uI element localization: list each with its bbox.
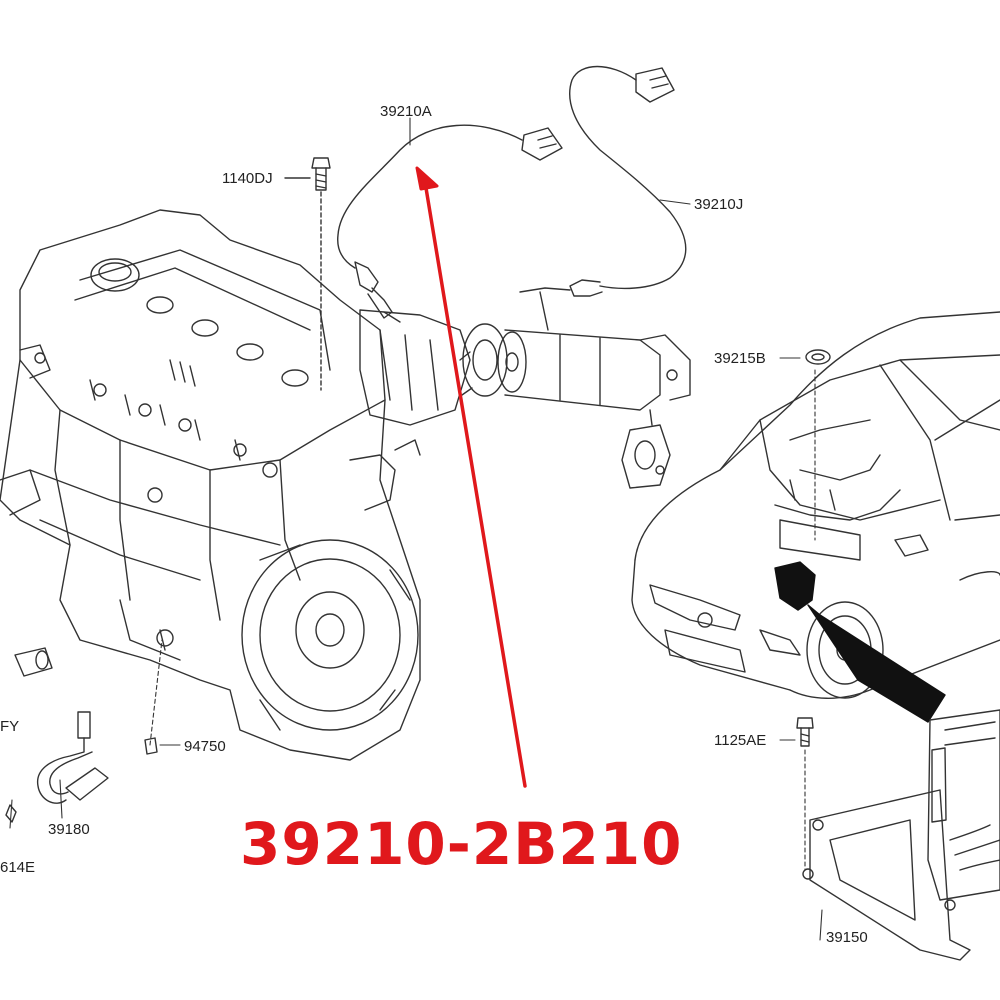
highlight-arrow: [415, 166, 527, 788]
callout-614E: 614E: [0, 859, 36, 876]
oxygen-sensor-39210J-drawing: [519, 65, 687, 331]
oxygen-sensor-39210A-drawing: [337, 124, 563, 323]
car-drawing: [631, 311, 1000, 723]
callout-39210J: 39210J: [694, 196, 744, 213]
leader-lines: [9, 117, 823, 941]
callout-39210A: 39210A: [380, 103, 432, 120]
callout-1140DJ: 1140DJ: [222, 170, 273, 187]
callout-FY: FY: [0, 718, 20, 735]
callout-94750: 94750: [184, 738, 226, 755]
callout-39215B: 39215B: [714, 350, 766, 367]
exhaust-manifold-drawing: [359, 309, 691, 489]
washer-39215B-drawing: [805, 349, 831, 365]
callout-39150: 39150: [826, 929, 868, 946]
highlighted-part-number: 39210-2B210: [240, 810, 683, 878]
engine-block-drawing: [0, 209, 421, 761]
callout-1125AE: 1125AE: [714, 732, 767, 749]
callout-39180: 39180: [48, 821, 90, 838]
ecu-39150-drawing: [796, 709, 1000, 961]
sensor-39180-drawing: [5, 647, 158, 823]
bolt-1140DJ-drawing: [284, 157, 331, 391]
